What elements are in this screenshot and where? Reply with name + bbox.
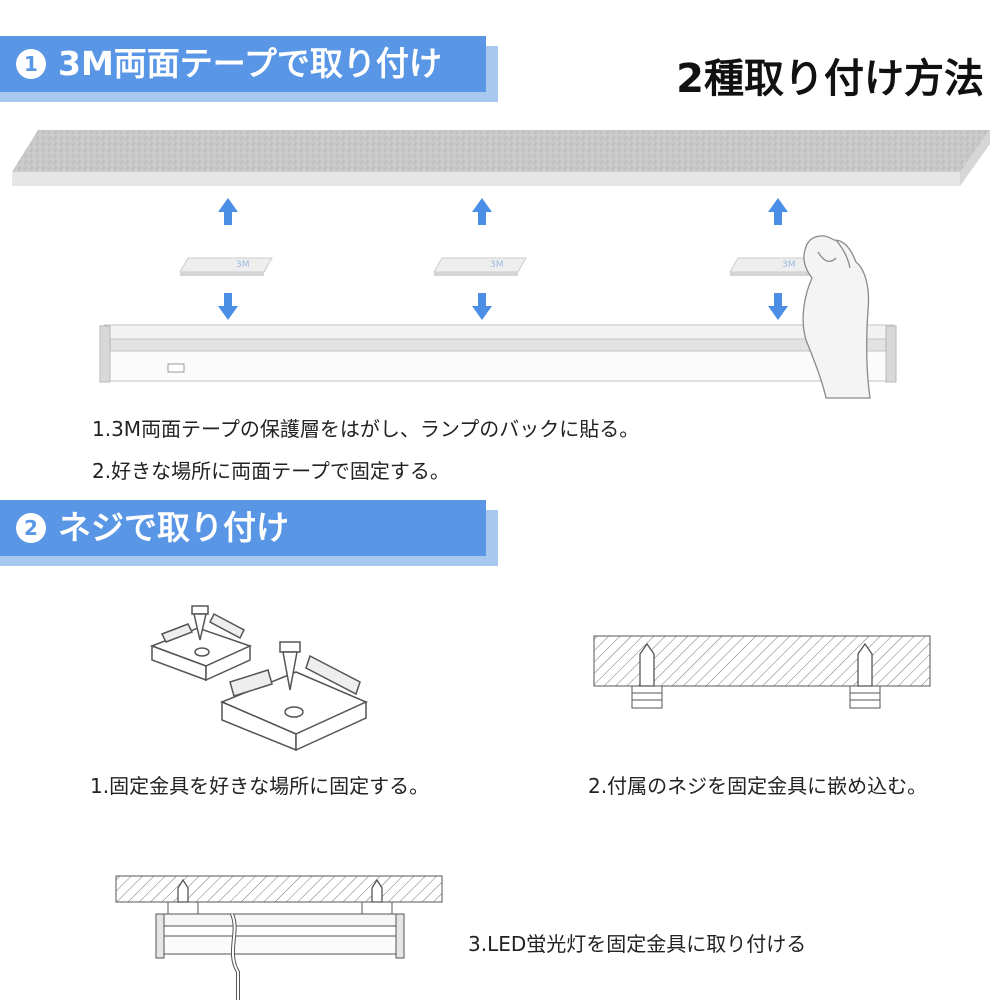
screw-icon — [177, 878, 189, 903]
tape-installation-illustration: 3M 3M 3M — [12, 130, 990, 399]
svg-text:3M: 3M — [782, 260, 796, 270]
ceiling-with-lamp — [115, 875, 443, 1000]
page-title: 2種取り付け方法 — [676, 56, 984, 102]
section1-step-1: 1.3M両面テープの保護層をはがし、ランプのバックに貼る。 — [92, 417, 640, 441]
bracket-icon — [149, 612, 253, 682]
arrow-up-icon — [768, 198, 788, 225]
section1-number: 1 — [16, 49, 46, 79]
screw-icon — [371, 878, 383, 903]
screw-icon — [857, 642, 873, 687]
arrow-down-icon — [768, 293, 788, 320]
bracket-icon — [220, 654, 368, 752]
tape-pad: 3M — [179, 257, 273, 276]
section2-step-2: 2.付属のネジを固定金具に嵌め込む。 — [588, 774, 928, 798]
screw-icon — [191, 605, 209, 641]
arrow-up-icon — [472, 198, 492, 225]
screw-icon — [279, 641, 301, 691]
arrow-down-icon — [218, 293, 238, 320]
section2-step-3: 3.LED蛍光灯を固定金具に取り付ける — [468, 932, 807, 956]
section1-title: 3M両面テープで取り付け — [58, 44, 442, 83]
tape-pad: 3M — [433, 257, 527, 276]
section1-step-2: 2.好きな場所に両面テープで固定する。 — [92, 459, 450, 483]
svg-text:3M: 3M — [236, 260, 250, 270]
ceiling-slab — [12, 130, 990, 186]
svg-text:3M: 3M — [490, 260, 504, 270]
arrow-up-icon — [218, 198, 238, 225]
hand-icon — [802, 235, 871, 399]
screw-icon — [639, 642, 655, 687]
section2-title: ネジで取り付け — [58, 508, 289, 547]
led-lamp — [99, 324, 897, 383]
arrow-down-icon — [472, 293, 492, 320]
section2-step-1: 1.固定金具を好きな場所に固定する。 — [90, 774, 430, 798]
section2-number: 2 — [16, 513, 46, 543]
